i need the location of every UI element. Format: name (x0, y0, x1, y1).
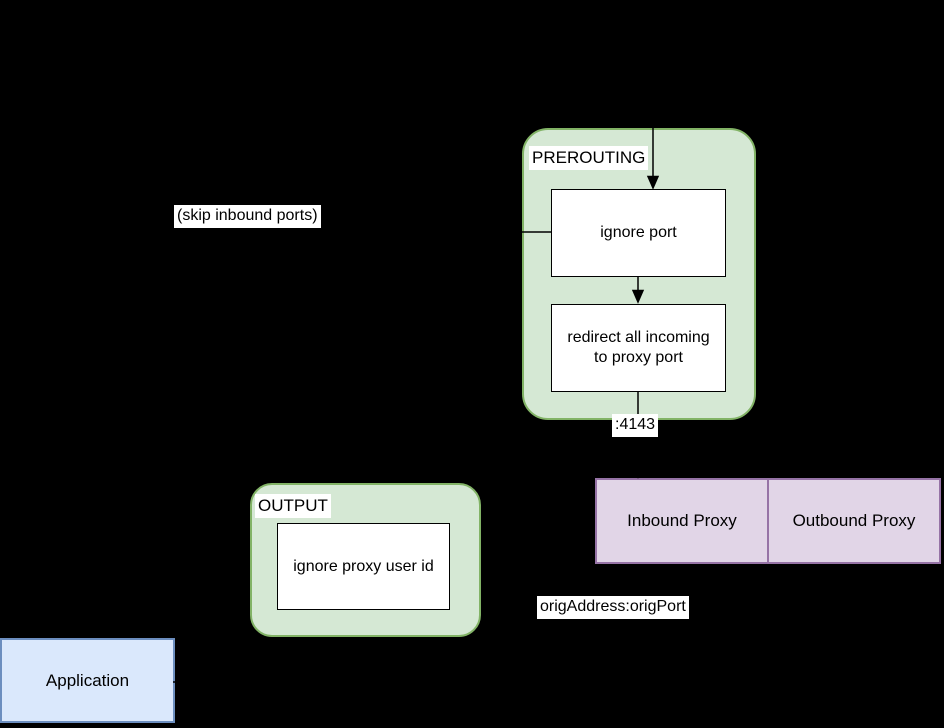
application-label: Application (45, 670, 130, 690)
rule-ignore-port-label: ignore port (600, 224, 677, 241)
inbound-proxy-label: Inbound Proxy (627, 511, 737, 530)
rule-redirect-to-proxy-port-label: redirect all incoming to proxy port (567, 329, 710, 366)
inbound-proxy-box: Inbound Proxy (595, 478, 769, 564)
application-box: Application (0, 638, 175, 723)
rule-redirect-to-proxy-port: redirect all incoming to proxy port (551, 304, 726, 392)
prerouting-chain-title: PREROUTING (529, 146, 649, 171)
edge-label-proxy-port: :4143 (612, 414, 659, 437)
outbound-proxy-label: Outbound Proxy (792, 511, 916, 530)
edge-label-orig-destination: origAddress:origPort (537, 596, 689, 619)
rule-ignore-proxy-user-id-label: ignore proxy user id (293, 557, 434, 575)
edge-label-skip-inbound-ports: (skip inbound ports) (174, 205, 321, 228)
rule-ignore-port: ignore port (551, 189, 726, 277)
output-chain-title: OUTPUT (255, 494, 331, 519)
outbound-proxy-box: Outbound Proxy (767, 478, 941, 564)
rule-ignore-proxy-user-id: ignore proxy user id (277, 523, 450, 610)
